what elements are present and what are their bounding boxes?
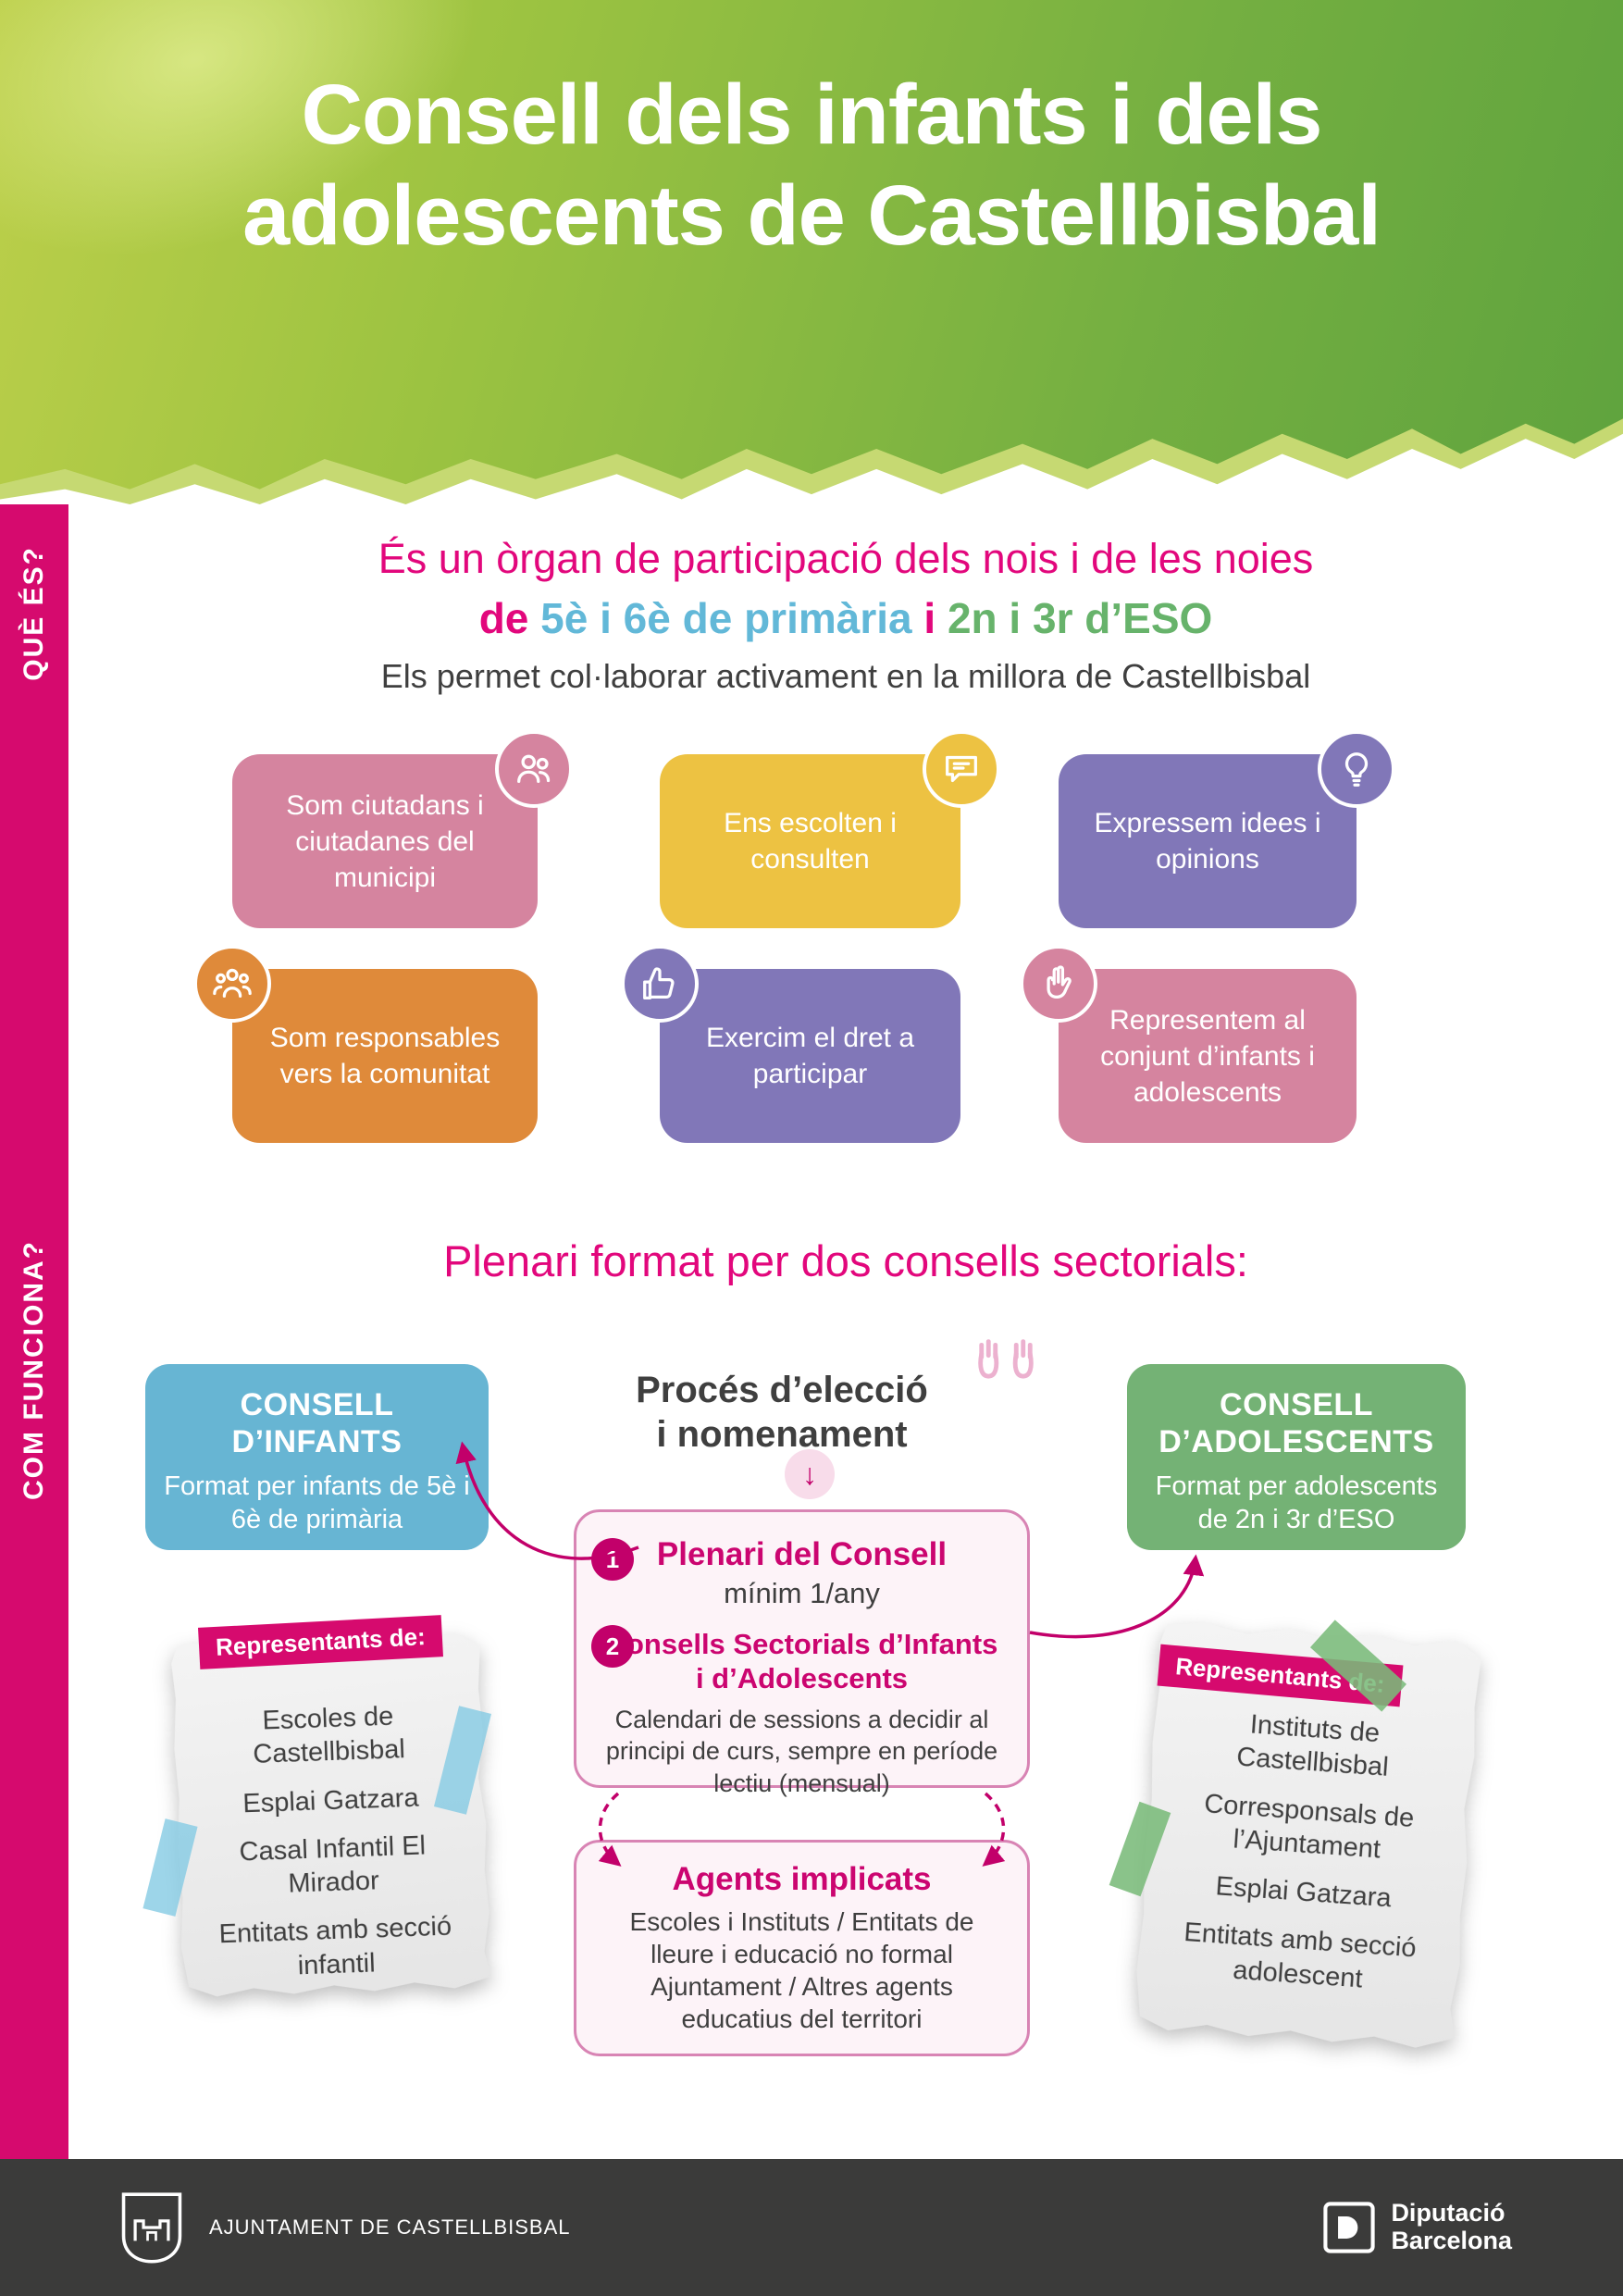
agents-title: Agents implicats — [672, 1861, 932, 1897]
intro-primaria: 5è i 6è de primària — [540, 594, 912, 642]
step-2-badge: 2 — [591, 1625, 634, 1668]
down-arrow-icon: ↓ — [785, 1449, 835, 1499]
diputacio-logo-group: Diputació Barcelona — [1322, 2200, 1512, 2254]
proces-eleccio-label: Procés d’elecció i nomenament — [583, 1368, 981, 1457]
benefit-label: Som ciutadans i ciutadanes del municipi — [286, 789, 484, 893]
sidebar-label-com-funciona: COM FUNCIONA? — [19, 1240, 49, 1500]
diputacio-label: Diputació Barcelona — [1391, 2200, 1512, 2254]
speech-bubble-icon — [923, 730, 1000, 808]
benefit-label: Exercim el dret a participar — [705, 1023, 915, 1089]
page-title-line1: Consell dels infants i dels — [301, 68, 1323, 162]
intro-i: i — [923, 594, 936, 642]
benefit-label: Representem al conjunt d’infants i adole… — [1100, 1004, 1315, 1108]
torn-paper: Escoles de Castellbisbal Esplai Gatzara … — [170, 1632, 491, 1997]
sectorials-body: Calendari de sessions a decidir al princ… — [605, 1705, 998, 1797]
intro-eso: 2n i 3r d’ESO — [947, 594, 1213, 642]
ajuntament-label: AJUNTAMENT DE CASTELLBISBAL — [209, 2215, 571, 2239]
step-1-badge: 1 — [591, 1538, 634, 1581]
plenari-box: 1 2 Plenari del Consell mínim 1/any Cons… — [574, 1509, 1030, 1797]
agents-box: Agents implicats Escoles i Instituts / E… — [574, 1840, 1030, 2056]
castle-shield-icon — [121, 2192, 182, 2264]
section-heading-plenari: Plenari format per dos consells sectoria… — [443, 1236, 1248, 1285]
list-item: Instituts de Castellbisbal — [1235, 1709, 1390, 1783]
sidebar: QUÈ ÉS? COM FUNCIONA? — [0, 504, 68, 2159]
list-item: Escoles de Castellbisbal — [252, 1701, 406, 1770]
proces-line1: Procés d’elecció — [636, 1370, 928, 1410]
consell-adolescents-card: CONSELL D’ADOLESCENTS Format per adolesc… — [1127, 1364, 1466, 1550]
list-item: Corresponsals de l’Ajuntament — [1203, 1788, 1416, 1865]
thumbs-up-icon — [621, 945, 699, 1023]
list-item: Casal Infantil El Mirador — [239, 1831, 427, 1899]
footer: AJUNTAMENT DE CASTELLBISBAL Diputació Ba… — [0, 2159, 1623, 2296]
header: Consell dels infants i dels adolescents … — [0, 0, 1623, 504]
benefit-card-ideas: Expressem idees i opinions — [1059, 754, 1357, 928]
page-title-line2: adolescents de Castellbisbal — [242, 168, 1381, 263]
benefit-label: Ens escolten i consulten — [724, 808, 897, 875]
consell-infants-card: CONSELL D’INFANTS Format per infants de … — [145, 1364, 489, 1550]
list-item: Entitats amb secció infantil — [218, 1911, 452, 1980]
plenari-title: Plenari del Consell — [656, 1536, 948, 1572]
consell-infants-subtitle: Format per infants de 5è i 6è de primàri… — [164, 1471, 470, 1535]
sidebar-label-que-es: QUÈ ÉS? — [19, 546, 49, 681]
intro-line3: Els permet col·laborar activament en la … — [380, 657, 1311, 695]
consell-adolescents-title: CONSELL D’ADOLESCENTS — [1158, 1387, 1434, 1460]
victory-hand-icon — [1020, 945, 1097, 1023]
header-background — [0, 0, 1623, 490]
consell-infants-title: CONSELL D’INFANTS — [231, 1387, 403, 1460]
sectorials-title: Consells Sectorials d’Infants i d’Adoles… — [605, 1628, 998, 1695]
benefit-card-responsible: Som responsables vers la comunitat — [232, 969, 538, 1143]
intro-line1: És un òrgan de participació dels nois i … — [378, 535, 1314, 582]
benefit-label: Expressem idees i opinions — [1094, 808, 1321, 875]
benefit-card-listen: Ens escolten i consulten — [660, 754, 960, 928]
raised-hands-icon — [964, 1336, 1047, 1405]
list-item: Esplai Gatzara — [1214, 1871, 1393, 1914]
diputacio-line2: Barcelona — [1391, 2227, 1512, 2254]
list-item: Esplai Gatzara — [242, 1782, 420, 1818]
consell-adolescents-subtitle: Format per adolescents de 2n i 3r d’ESO — [1155, 1471, 1438, 1535]
diputacio-icon — [1323, 2202, 1376, 2253]
page-title: Consell dels infants i dels adolescents … — [0, 65, 1623, 266]
plenari-subtitle: mínim 1/any — [724, 1577, 880, 1610]
diputacio-line1: Diputació — [1391, 2199, 1505, 2228]
community-icon — [193, 945, 271, 1023]
idea-icon — [1318, 730, 1395, 808]
list-item: Entitats amb secció adolescent — [1183, 1917, 1418, 1993]
agents-body: Escoles i Instituts / Entitats de lleure… — [629, 1907, 974, 2033]
intro-de: de — [478, 594, 529, 642]
proces-line2: i nomenament — [656, 1414, 908, 1455]
benefit-label: Som responsables vers la comunitat — [269, 1023, 501, 1089]
ajuntament-logo-group: AJUNTAMENT DE CASTELLBISBAL — [118, 2188, 571, 2267]
benefit-card-participate: Exercim el dret a participar — [660, 969, 960, 1143]
intro-line2: de 5è i 6è de primària i 2n i 3r d’ESO — [68, 593, 1623, 643]
note-representants-infants: Escoles de Castellbisbal Esplai Gatzara … — [170, 1632, 491, 1997]
benefit-card-represent: Representem al conjunt d’infants i adole… — [1059, 969, 1357, 1143]
citizens-icon — [495, 730, 573, 808]
benefit-card-citizens: Som ciutadans i ciutadanes del municipi — [232, 754, 538, 928]
